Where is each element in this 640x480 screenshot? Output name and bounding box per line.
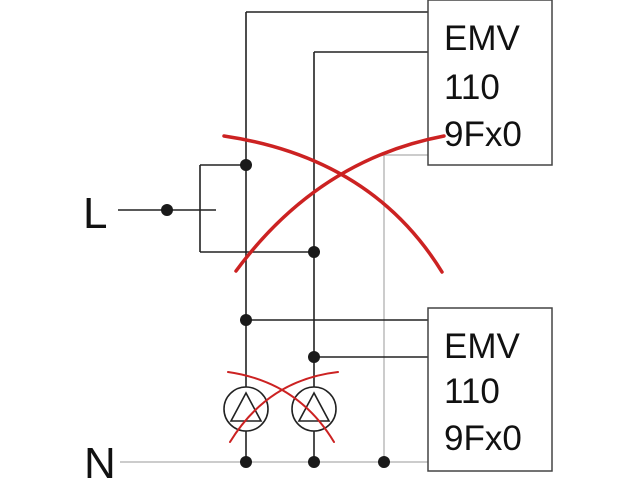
module-lower-frame — [427, 307, 553, 472]
junction-dot-right-lower-feed — [308, 351, 320, 363]
module-upper-line2: 110 — [444, 68, 500, 107]
module-upper-frame — [427, 0, 553, 166]
lamp-right — [291, 386, 337, 432]
cross-out-large-descending — [222, 134, 444, 274]
terminal-label-neutral: N — [84, 439, 116, 480]
lamp-left — [223, 386, 269, 432]
module-lower: EMV 110 9Fx0 — [427, 307, 553, 472]
cross-out-large-ascending — [234, 134, 446, 273]
lamp-right-circle — [291, 386, 337, 432]
module-lower-line3: 9Fx0 — [444, 419, 522, 458]
junction-dots — [161, 159, 390, 468]
cross-out-small-ascending — [229, 371, 339, 443]
junction-dot-right-switch — [308, 246, 320, 258]
module-lower-line2: 110 — [444, 372, 500, 411]
junction-dot-line-input — [161, 204, 173, 216]
junction-dot-neutral-left — [240, 456, 252, 468]
junction-dot-left-switch — [240, 159, 252, 171]
cross-out-marks — [222, 134, 446, 443]
junction-dot-neutral-module — [378, 456, 390, 468]
module-upper-line3: 9Fx0 — [444, 115, 522, 154]
module-lower-line1: EMV — [444, 327, 521, 366]
terminal-label-line: L — [83, 189, 107, 238]
module-upper: EMV 110 9Fx0 — [427, 0, 553, 166]
junction-dot-neutral-right — [308, 456, 320, 468]
cross-out-small-descending — [227, 371, 335, 443]
lamp-left-circle — [223, 386, 269, 432]
module-upper-line1: EMV — [444, 19, 521, 58]
junction-dot-left-lower-feed — [240, 314, 252, 326]
